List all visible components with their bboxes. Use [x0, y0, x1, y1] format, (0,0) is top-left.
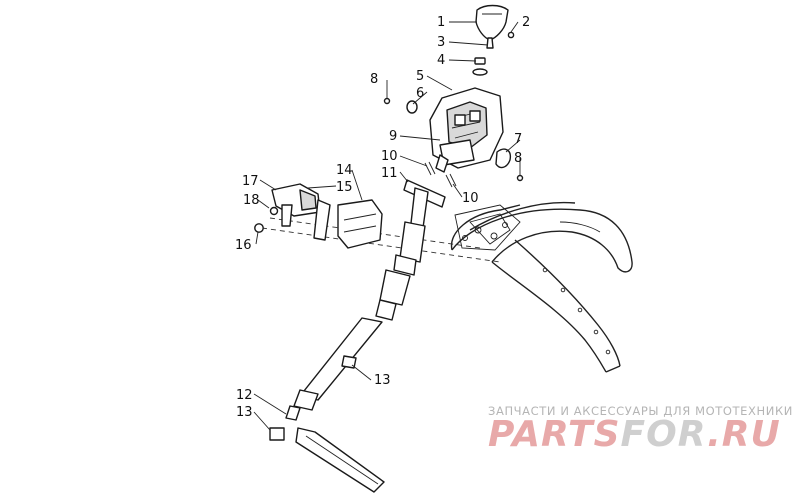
callout-5: 5 [416, 69, 424, 84]
callout-16: 16 [235, 238, 252, 253]
callout-8-left: 8 [370, 72, 378, 87]
callouts: 1 2 3 4 5 6 8 7 8 9 10 11 10 17 14 15 18… [235, 15, 530, 420]
callout-15: 15 [336, 180, 353, 195]
watermark-logo-suffix: .RU [707, 414, 781, 455]
callout-9: 9 [389, 129, 397, 144]
callout-13-lower: 13 [236, 405, 253, 420]
callout-3: 3 [437, 35, 445, 50]
reference-lines [261, 217, 501, 263]
callout-17: 17 [242, 174, 259, 189]
callout-4: 4 [437, 53, 445, 68]
callout-11: 11 [381, 166, 398, 181]
watermark-logo: PARTSFOR.RU [488, 414, 781, 455]
watermark-logo-main: PARTS [488, 414, 621, 455]
callout-6: 6 [416, 86, 424, 101]
callout-8-right: 8 [514, 151, 522, 166]
callout-18: 18 [243, 193, 260, 208]
vehicle-frame [450, 201, 633, 373]
callout-2: 2 [522, 15, 530, 30]
leader-lines [253, 21, 521, 431]
callout-13-upper: 13 [374, 373, 391, 388]
callout-10-left: 10 [381, 149, 398, 164]
watermark-logo-accent: FOR [620, 414, 708, 455]
callout-1: 1 [437, 15, 445, 30]
callout-10-right: 10 [462, 191, 479, 206]
left-bracket [254, 183, 383, 249]
watermark-tagline: ЗАПЧАСТИ И АКСЕССУАРЫ ДЛЯ МОТОТЕХНИКИ [488, 404, 793, 418]
callout-7: 7 [514, 132, 522, 147]
steering-housing [406, 87, 504, 173]
callout-14: 14 [336, 163, 353, 178]
steering-column [269, 179, 446, 493]
upper-clamp [472, 4, 515, 76]
callout-12: 12 [236, 388, 253, 403]
fasteners [383, 97, 524, 188]
